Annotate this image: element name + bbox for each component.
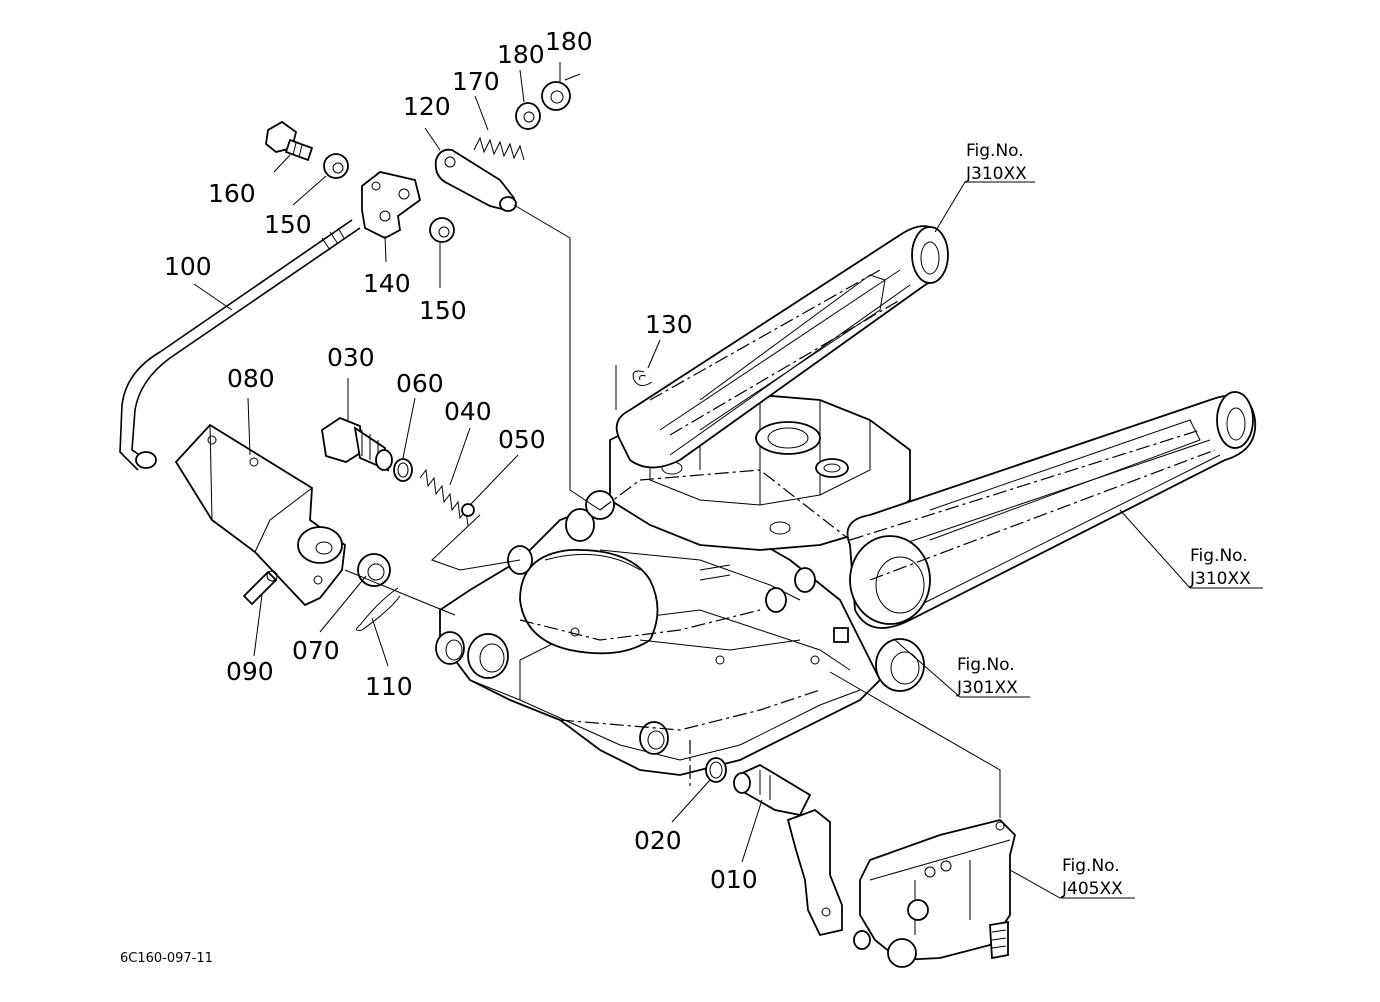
part-080-bracket-plate [174, 423, 346, 607]
part-010-shaft-lever [733, 763, 843, 937]
callout-080: 080 [227, 364, 275, 393]
callout-090: 090 [226, 657, 274, 686]
callout-040: 040 [444, 397, 492, 426]
part-180-nut-right [541, 81, 571, 111]
part-120-clevis [434, 148, 517, 212]
fig-ref-label: Fig.No. [966, 141, 1024, 161]
leader-lines [193, 62, 1263, 899]
callout-150-lower: 150 [419, 296, 467, 325]
control-valve-assembly [853, 819, 1016, 968]
callout-010: 010 [710, 865, 758, 894]
lift-arm-upper [615, 225, 949, 469]
fig-ref-label: Fig.No. [957, 655, 1015, 675]
fig-ref-code: J310XX [965, 164, 1027, 184]
fig-ref-code: J405XX [1061, 879, 1123, 899]
callout-050: 050 [498, 425, 546, 454]
part-150-nut-lower [429, 217, 455, 243]
fig-ref-j310-lower: Fig.No. J310XX [1189, 546, 1251, 589]
fig-ref-code: J310XX [1189, 569, 1251, 589]
callout-060: 060 [396, 369, 444, 398]
part-060-o-ring [393, 458, 413, 482]
part-050-ball [461, 503, 475, 517]
fig-ref-j301: Fig.No. J301XX [956, 655, 1018, 698]
part-130-snap-ring [632, 370, 653, 386]
part-160-bolt [265, 120, 314, 162]
fig-ref-j310-upper: Fig.No. J310XX [965, 141, 1027, 184]
part-110-clip [356, 587, 401, 631]
callout-130: 130 [645, 310, 693, 339]
callout-170: 170 [452, 67, 500, 96]
part-100-rod [119, 219, 361, 471]
drawing-code: 6C160-097-11 [120, 951, 213, 966]
callout-110: 110 [365, 672, 413, 701]
part-040-spring [419, 468, 469, 527]
part-020-o-ring [705, 757, 727, 783]
callout-070: 070 [292, 636, 340, 665]
part-090-pin [242, 570, 278, 606]
callout-020: 020 [634, 826, 682, 855]
lift-arm-lower [846, 391, 1257, 629]
callout-180-right: 180 [545, 27, 593, 56]
part-170-spring [473, 136, 525, 161]
part-180-nut-left [515, 102, 541, 130]
callout-140: 140 [363, 269, 411, 298]
callout-180-left: 180 [497, 40, 545, 69]
fig-ref-label: Fig.No. [1190, 546, 1248, 566]
callout-030: 030 [327, 343, 375, 372]
part-150-nut-upper [323, 153, 349, 179]
callout-100: 100 [164, 252, 212, 281]
callout-160: 160 [208, 179, 256, 208]
fig-ref-j405: Fig.No. J405XX [1061, 856, 1123, 899]
callout-labels: 010 020 030 040 050 060 070 080 090 100 … [164, 27, 758, 894]
part-140-bracket [361, 171, 422, 240]
fig-ref-label: Fig.No. [1062, 856, 1120, 876]
callout-120: 120 [403, 92, 451, 121]
part-030-valve-plug [321, 416, 393, 472]
part-070-washer [357, 553, 391, 587]
fig-ref-code: J301XX [956, 678, 1018, 698]
callout-150-upper: 150 [264, 210, 312, 239]
